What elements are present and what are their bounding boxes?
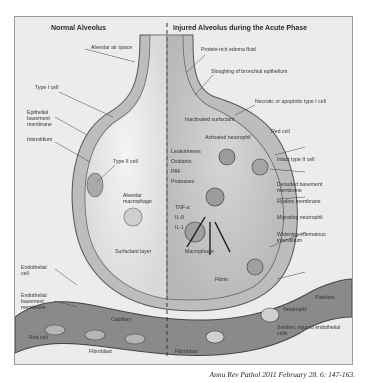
label-red-cell-right: Red cell <box>271 129 290 135</box>
label-hyaline-membrane: Hyaline membrane <box>277 199 321 205</box>
label-necrotic-apoptotic-type-i-cell: Necrotic or apoptotic type I cell <box>255 99 345 105</box>
neutrophil <box>206 331 224 343</box>
label-il-1: IL-1 <box>175 225 184 231</box>
activated-neutrophil <box>219 149 235 165</box>
macrophage <box>185 222 205 242</box>
label-activated-neutrophil: Activated neutrophil <box>205 135 251 141</box>
diagram-panel: Normal Alveolus Injured Alveolus during … <box>14 16 353 365</box>
label-capillary: Capillary <box>111 317 131 323</box>
red-cell <box>125 334 145 344</box>
label-fibroblast-right: Fibroblast <box>175 349 198 355</box>
label-sloughing-bronchial-epithelium: Sloughing of bronchial epithelium <box>211 69 287 75</box>
intact-type-ii-cell <box>252 159 268 175</box>
label-surfactant-layer: Surfactant layer <box>115 249 151 255</box>
label-oxidants: Oxidants <box>171 159 191 165</box>
label-intact-type-ii-cell: Intact type II cell <box>277 157 314 163</box>
label-widening-edematous-interstitium: Widening edematous interstitium <box>277 232 347 244</box>
label-type-ii-cell: Type II cell <box>113 159 138 165</box>
label-red-cell-left: Red cell <box>29 335 48 341</box>
red-cell <box>85 330 105 340</box>
label-migrating-neutrophil: Migrating neutrophil <box>277 215 323 221</box>
neutrophil <box>261 308 279 322</box>
label-endothelial-basement-membrane: Endothelial basement membrane <box>21 293 57 311</box>
label-macrophage: Macrophage <box>185 249 214 255</box>
right-panel-title: Injured Alveolus during the Acute Phase <box>173 25 307 32</box>
label-epithelial-basement-membrane: Epithelial basement membrane <box>27 110 67 128</box>
label-fibrin: Fibrin <box>215 277 228 283</box>
neutrophil <box>206 188 224 206</box>
label-endothelial-cell: Endothelial cell <box>21 265 55 277</box>
label-neutrophil: Neutrophil <box>283 307 307 313</box>
label-protein-rich-edema-fluid: Protein-rich edema fluid <box>201 47 256 53</box>
red-cell <box>45 325 65 335</box>
label-alveolar-air-space: Alveolar air space <box>91 45 132 51</box>
label-leukotrienes: Leukotrienes <box>171 149 201 155</box>
label-platelets: Platelets <box>315 295 335 301</box>
label-proteases: Proteases <box>171 179 194 185</box>
label-type-i-cell: Type I cell <box>35 85 58 91</box>
label-il-8: IL-8 <box>175 215 184 221</box>
type-ii-cell <box>87 173 103 197</box>
label-inactivated-surfactant: Inactivated surfactant <box>185 117 234 123</box>
label-swollen-injured-endothelial-cells: Swollen, injured endothelial cells <box>277 325 341 337</box>
left-panel-title: Normal Alveolus <box>51 25 106 32</box>
label-paf: PAF <box>171 169 181 175</box>
label-alveolar-macrophage: Alveolar macrophage <box>123 193 157 205</box>
alveolar-macrophage <box>124 208 142 226</box>
label-tnf-alpha: TNF-α <box>175 205 190 211</box>
label-interstitium: Interstitium <box>27 137 52 143</box>
citation: Annu Rev Pathol 2011 February 28. 6: 147… <box>210 370 355 379</box>
label-fibroblast-left: Fibroblast <box>89 349 112 355</box>
label-denuded-basement-membrane: Denuded basement membrane <box>277 182 347 194</box>
migrating-neutrophil <box>247 259 263 275</box>
